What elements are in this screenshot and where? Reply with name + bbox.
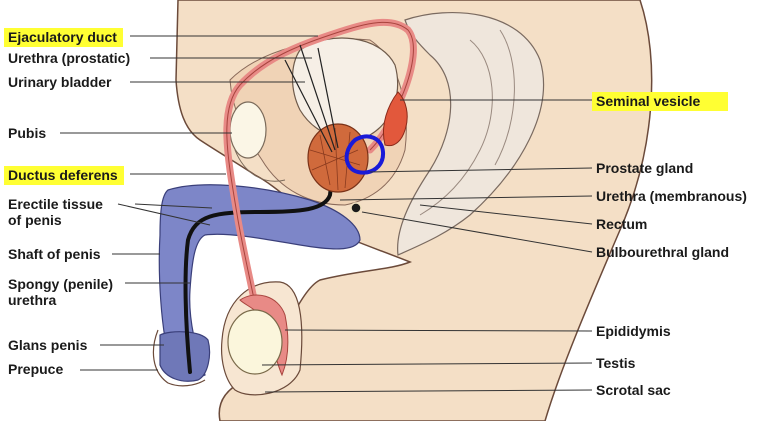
label-rectum: Rectum <box>596 216 648 232</box>
pubis-bone <box>229 101 267 159</box>
label-testis: Testis <box>596 355 636 371</box>
urethra <box>183 148 337 374</box>
label-urinary-bladder: Urinary bladder <box>8 74 112 90</box>
bulbourethral-gland <box>350 202 362 214</box>
label-ejaculatory-duct: Ejaculatory duct <box>4 28 123 47</box>
label-spongy-urethra: Spongy (penile) urethra <box>8 276 113 308</box>
glans-penis <box>159 331 211 382</box>
label-ductus-deferens: Ductus deferens <box>4 166 124 185</box>
label-shaft-of-penis: Shaft of penis <box>8 246 101 262</box>
ejaculatory-duct-lines <box>284 44 339 153</box>
label-pubis: Pubis <box>8 125 47 141</box>
label-urethra-prostatic: Urethra (prostatic) <box>8 50 131 66</box>
label-urethra-membranous: Urethra (membranous) <box>596 188 747 204</box>
label-seminal-vesicle: Seminal vesicle <box>592 92 729 111</box>
prepuce-outline <box>152 329 206 387</box>
label-glans-penis: Glans penis <box>8 337 88 353</box>
testis <box>227 309 283 375</box>
pubis-outline <box>234 149 286 182</box>
erectile-tissue <box>158 184 361 379</box>
left-leader-lines <box>60 35 318 371</box>
rectum-shape <box>397 12 545 256</box>
seminal-vesicle <box>383 91 408 147</box>
label-bulbourethral-gland: Bulbourethral gland <box>596 244 729 260</box>
right-leader-lines <box>261 99 593 393</box>
label-prepuce: Prepuce <box>8 361 64 377</box>
label-prostate-gland: Prostate gland <box>596 160 694 176</box>
label-epididymis: Epididymis <box>596 323 671 339</box>
annotation-circle <box>344 134 386 175</box>
label-scrotal-sac: Scrotal sac <box>596 382 671 398</box>
label-erectile-tissue: Erectile tissue of penis <box>8 196 103 228</box>
rectum-fold-line <box>494 29 515 166</box>
ductus-deferens-edge <box>226 21 414 341</box>
